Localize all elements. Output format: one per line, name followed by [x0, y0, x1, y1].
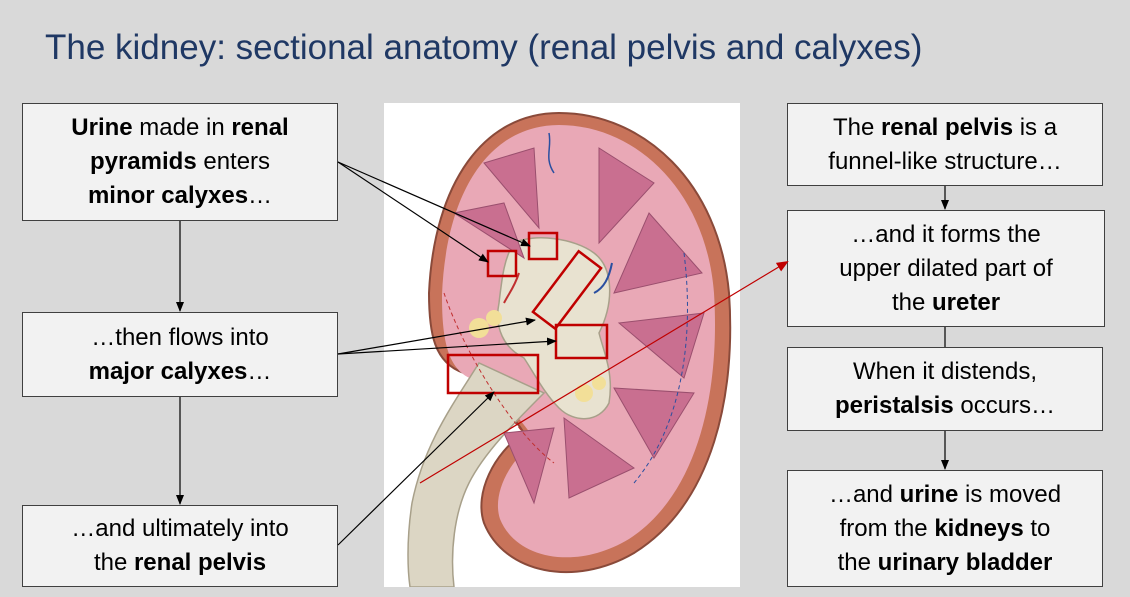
text-urine: urine [899, 480, 959, 508]
text-renal: renal [231, 114, 289, 141]
box-ureter: …and it forms the upper dilated part of … [787, 210, 1105, 327]
renal-vessel [503, 272, 520, 304]
text: … [248, 182, 273, 209]
renal-sinus-fat [469, 318, 489, 338]
renal-vessel [548, 132, 555, 174]
text: from the [839, 514, 935, 542]
renal-pyramid [503, 427, 555, 505]
kidney-illustration-panel [384, 103, 740, 588]
arrow-to-major-calyx [337, 337, 557, 355]
renal-pyramid [617, 312, 705, 379]
renal-sinus-fat [575, 384, 593, 402]
text: upper dilated part of [839, 254, 1053, 282]
text-renal-pelvis: renal pelvis [133, 549, 267, 576]
highlight-box-major-calyx [554, 323, 609, 360]
text: to [1023, 514, 1051, 542]
text: the [93, 549, 134, 576]
text: made in [132, 114, 232, 141]
renal-sinus-fat [486, 310, 502, 326]
text-peristalsis: peristalsis [834, 392, 954, 419]
renal-pyramid [483, 147, 540, 230]
text: … [247, 357, 272, 385]
renal-sinus-fat [592, 376, 606, 390]
renal-vessel [443, 292, 555, 464]
renal-vessel [593, 262, 613, 294]
box-major-calyxes: …then flows into major calyxes… [22, 312, 338, 397]
arrow-to-minor-calyx [337, 161, 531, 247]
text: When it distends, [852, 358, 1038, 385]
text-minor-calyxes: minor calyxes [87, 182, 249, 209]
text: the [837, 548, 878, 576]
highlight-box-major-calyx [531, 249, 603, 331]
box-peristalsis: When it distends, peristalsis occurs… [787, 347, 1103, 431]
text-kidneys: kidneys [934, 514, 1024, 542]
text-ureter: ureter [932, 288, 1001, 316]
text: The [832, 113, 881, 141]
kidney-cross-section-illustration [407, 111, 732, 588]
highlight-box-minor-calyx [486, 249, 518, 278]
text-urine: Urine [71, 114, 133, 141]
text: enters [196, 148, 271, 175]
text: …and it forms the [851, 220, 1041, 248]
text: is moved [958, 480, 1062, 508]
text-renal-pelvis: renal pelvis [880, 113, 1014, 141]
text-pyramids: pyramids [89, 148, 197, 175]
renal-pyramid [598, 147, 655, 245]
arrow-to-major-calyx [337, 317, 536, 355]
text: occurs… [953, 392, 1056, 419]
renal-pyramid [613, 387, 695, 459]
slide-title: The kidney: sectional anatomy (renal pel… [45, 28, 923, 67]
highlight-box-minor-calyx [527, 231, 559, 261]
text: …and ultimately into [71, 515, 289, 542]
arrow-to-renal-pelvis [337, 391, 495, 546]
text: is a [1013, 113, 1058, 141]
pointer-to-ureter [419, 260, 789, 484]
text: …and [828, 480, 900, 508]
renal-pyramid [563, 416, 635, 499]
box-urine-minor-calyxes: Urine made in renal pyramids enters mino… [22, 103, 338, 221]
text: the [891, 288, 932, 316]
renal-pyramid [452, 202, 525, 260]
text: …then flows into [91, 323, 269, 351]
text: funnel-like structure… [828, 147, 1062, 175]
box-renal-pelvis: …and ultimately into the renal pelvis [22, 505, 338, 587]
arrow-to-minor-calyx [337, 161, 489, 263]
renal-vessel [633, 252, 688, 484]
highlight-box-renal-pelvis [446, 353, 540, 395]
renal-pyramid [613, 212, 703, 294]
text-urinary-bladder: urinary bladder [877, 548, 1053, 576]
text-major-calyxes: major calyxes [88, 357, 248, 385]
box-urinary-bladder: …and urine is moved from the kidneys to … [787, 470, 1103, 587]
box-funnel-structure: The renal pelvis is a funnel-like struct… [787, 103, 1103, 186]
